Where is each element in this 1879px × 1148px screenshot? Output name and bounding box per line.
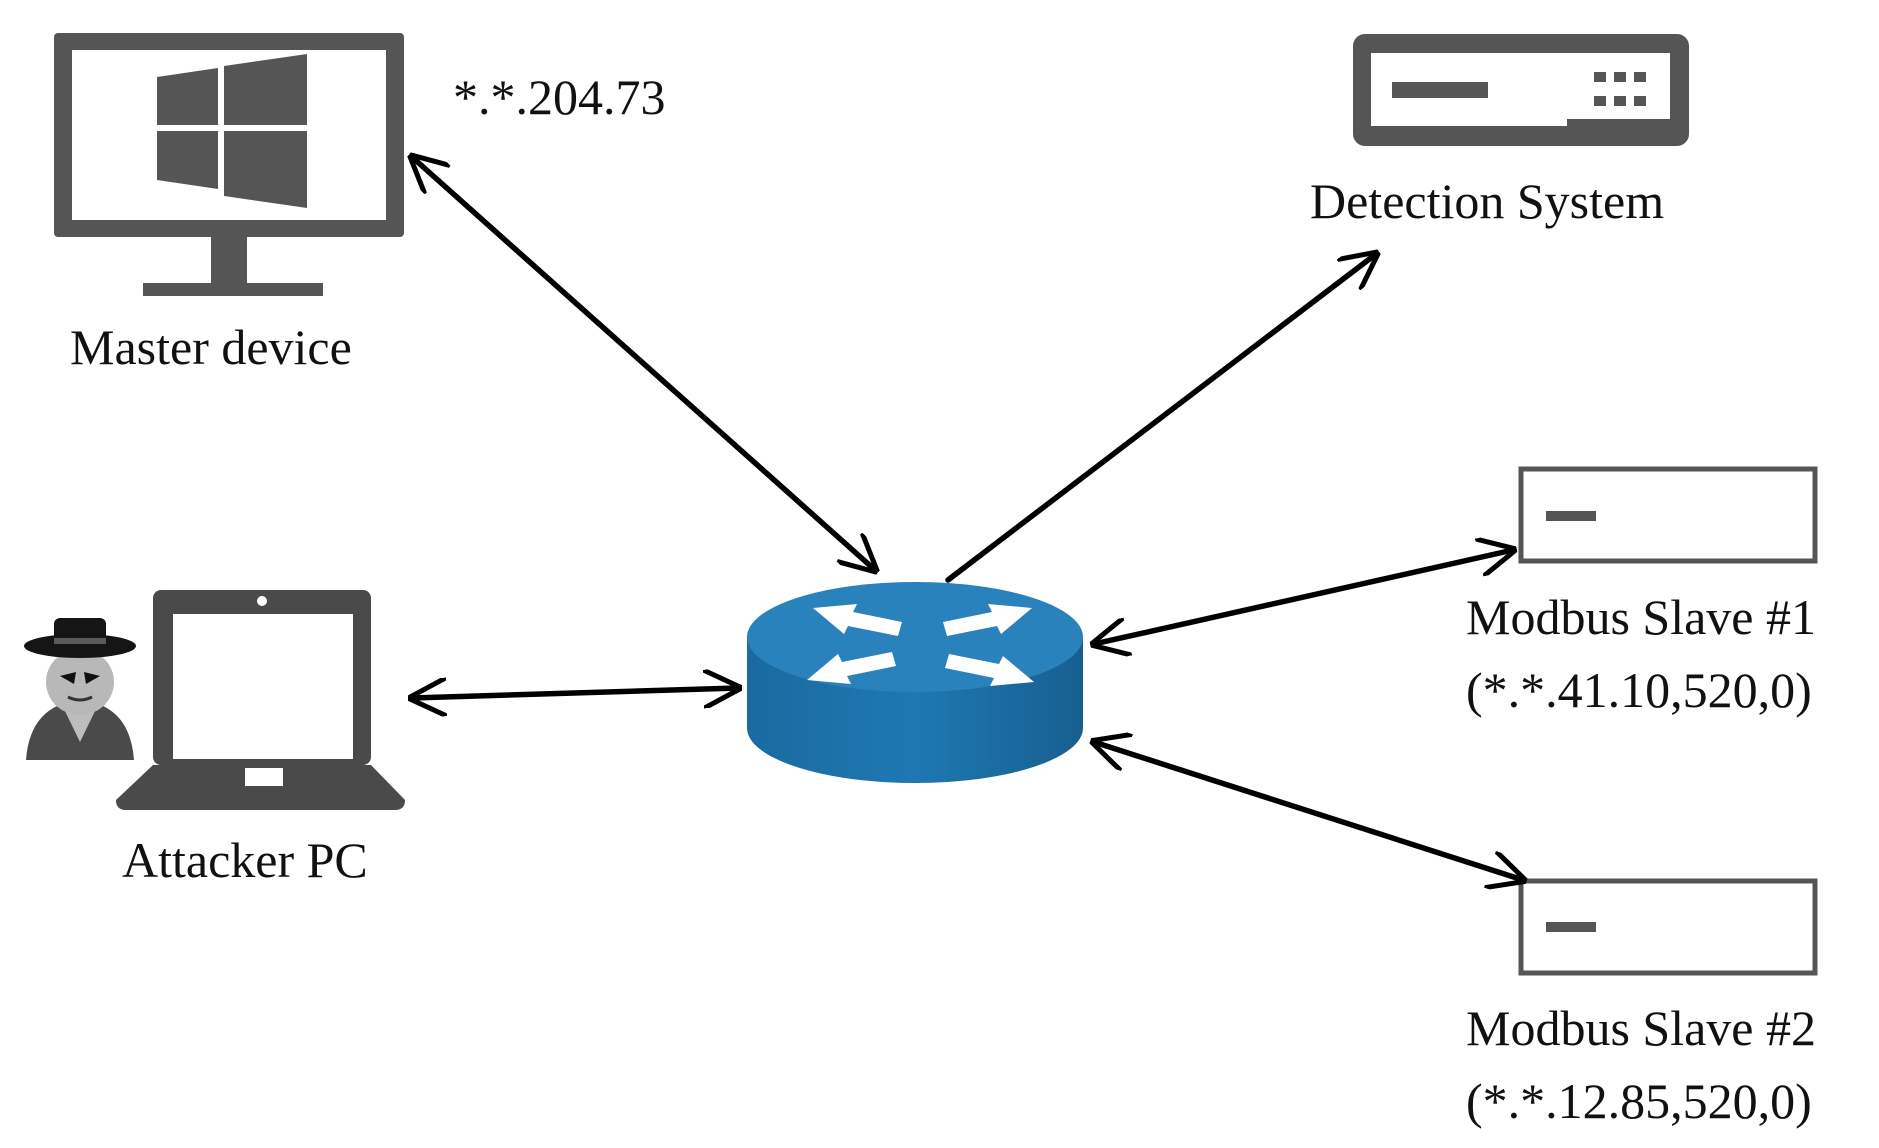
master-device-label: Master device: [70, 319, 352, 375]
router-icon: [747, 582, 1083, 783]
attacker-laptop-icon: [116, 590, 405, 810]
master-ip-label: *.*.204.73: [453, 69, 666, 125]
modbus-slave-2-icon: [1518, 878, 1818, 976]
modbus-slave-1-icon: [1518, 466, 1818, 564]
monitor-base: [143, 283, 323, 296]
router-arrows-icon: [807, 604, 1034, 686]
windows-logo-icon: [157, 54, 307, 208]
modbus-slave-2-address: (*.*.12.85,520,0): [1466, 1073, 1812, 1129]
arrow-router-detection: [945, 254, 1376, 583]
modbus-slave-1-label: Modbus Slave #1: [1466, 589, 1816, 645]
modbus-slave-1-address: (*.*.41.10,520,0): [1466, 662, 1812, 718]
connections: [412, 157, 1523, 880]
arrow-router-slave1: [1094, 550, 1513, 644]
monitor-neck: [211, 237, 247, 285]
spy-hacker-icon: [24, 618, 136, 760]
master-device-icon: [54, 33, 404, 296]
arrow-master-router: [412, 157, 875, 570]
detection-system-icon: [1353, 34, 1689, 146]
indicator-dots: [1594, 72, 1646, 106]
arrow-router-slave2: [1094, 742, 1523, 880]
attacker-pc-label: Attacker PC: [122, 832, 368, 888]
arrow-attacker-router: [412, 688, 738, 698]
detection-system-label: Detection System: [1310, 173, 1665, 229]
modbus-slave-2-label: Modbus Slave #2: [1466, 1000, 1816, 1056]
